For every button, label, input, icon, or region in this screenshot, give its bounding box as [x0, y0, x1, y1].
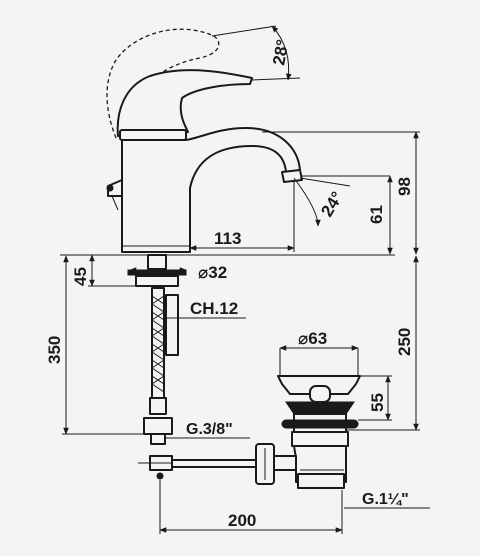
waste-nut: [291, 431, 349, 447]
dimension-lines: [62, 25, 430, 534]
dim-base-diameter: ⌀32: [198, 263, 227, 282]
dim-thread-supply: G.3/8": [186, 421, 233, 438]
dim-angle-handle: 28°: [269, 38, 292, 67]
dim-waste-diameter: ⌀63: [298, 329, 327, 348]
mounting-assembly: [127, 254, 259, 480]
dim-rod-length: 200: [228, 511, 256, 530]
dim-waste-height: 55: [368, 393, 387, 412]
dim-base-height: 45: [71, 267, 90, 286]
hose-end-stem: [150, 433, 166, 445]
mounting-nut: [135, 275, 179, 287]
hose-ferrule: [149, 397, 167, 415]
dim-thread-waste: G.1¼": [362, 491, 409, 508]
waste-gasket: [281, 419, 359, 429]
hose-end-nut: [143, 417, 173, 435]
dim-depth-below-deck: 250: [395, 328, 414, 356]
popup-knob: [107, 179, 123, 197]
dim-hose-length: 350: [45, 336, 64, 364]
dim-height-total: 98: [395, 177, 414, 196]
popup-knob-tip: [106, 184, 114, 192]
handle-raised-outline: [106, 28, 220, 139]
mounting-rod: [165, 294, 179, 356]
spout-aerator: [281, 169, 303, 183]
lever-handle: [116, 69, 253, 137]
mounting-washer: [127, 269, 187, 276]
linkage-bar: [171, 459, 259, 468]
faucet-body: [121, 127, 301, 253]
faucet: [106, 28, 303, 253]
popup-rod: [111, 195, 119, 211]
linkage-screw: [156, 472, 164, 480]
dim-hex-size: CH.12: [190, 299, 238, 318]
waste-assembly: [255, 375, 361, 489]
waste-tail: [297, 473, 345, 489]
handle-cap: [119, 129, 187, 141]
dim-height-spout: 61: [367, 205, 386, 224]
rod-connector-neck: [273, 455, 297, 471]
waste-flange: [285, 401, 355, 415]
dim-reach: 113: [214, 229, 241, 248]
popup-stem: [309, 385, 331, 403]
mounting-stud: [147, 254, 167, 270]
braid-pattern: [151, 295, 165, 393]
dim-angle-spout: 24°: [317, 188, 347, 220]
